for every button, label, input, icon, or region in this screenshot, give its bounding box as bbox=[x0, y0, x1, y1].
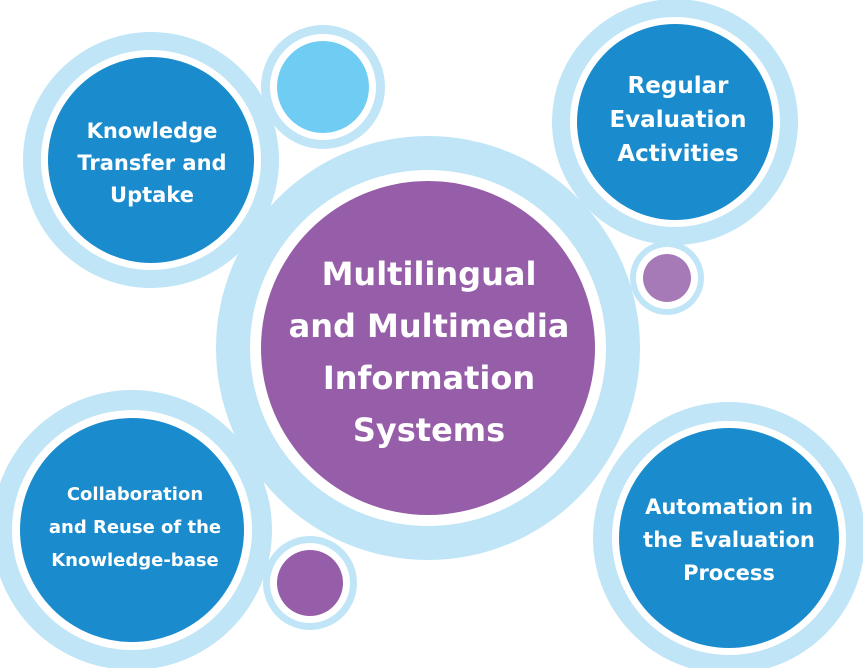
node-label-collaboration: Collaboration and Reuse of the Knowledge… bbox=[48, 483, 222, 571]
center-circle bbox=[261, 181, 595, 515]
small-purple-circle-right bbox=[643, 254, 691, 302]
circle-regular-evaluation bbox=[577, 24, 773, 220]
small-light-blue-circle bbox=[277, 41, 369, 133]
circle-knowledge-transfer bbox=[48, 57, 254, 263]
node-label-regular-evaluation: Regular Evaluation Activities bbox=[609, 73, 747, 167]
node-label-automation: Automation in the Evaluation Process bbox=[643, 494, 815, 585]
circle-collaboration bbox=[20, 418, 244, 642]
node-label-knowledge-transfer: Knowledge Transfer and Uptake bbox=[77, 119, 227, 207]
small-purple-circle-bottom bbox=[277, 550, 343, 616]
circle-automation bbox=[619, 428, 839, 648]
fill-layer bbox=[20, 24, 839, 648]
center-label: Multilingual and Multimedia Information … bbox=[288, 255, 570, 449]
